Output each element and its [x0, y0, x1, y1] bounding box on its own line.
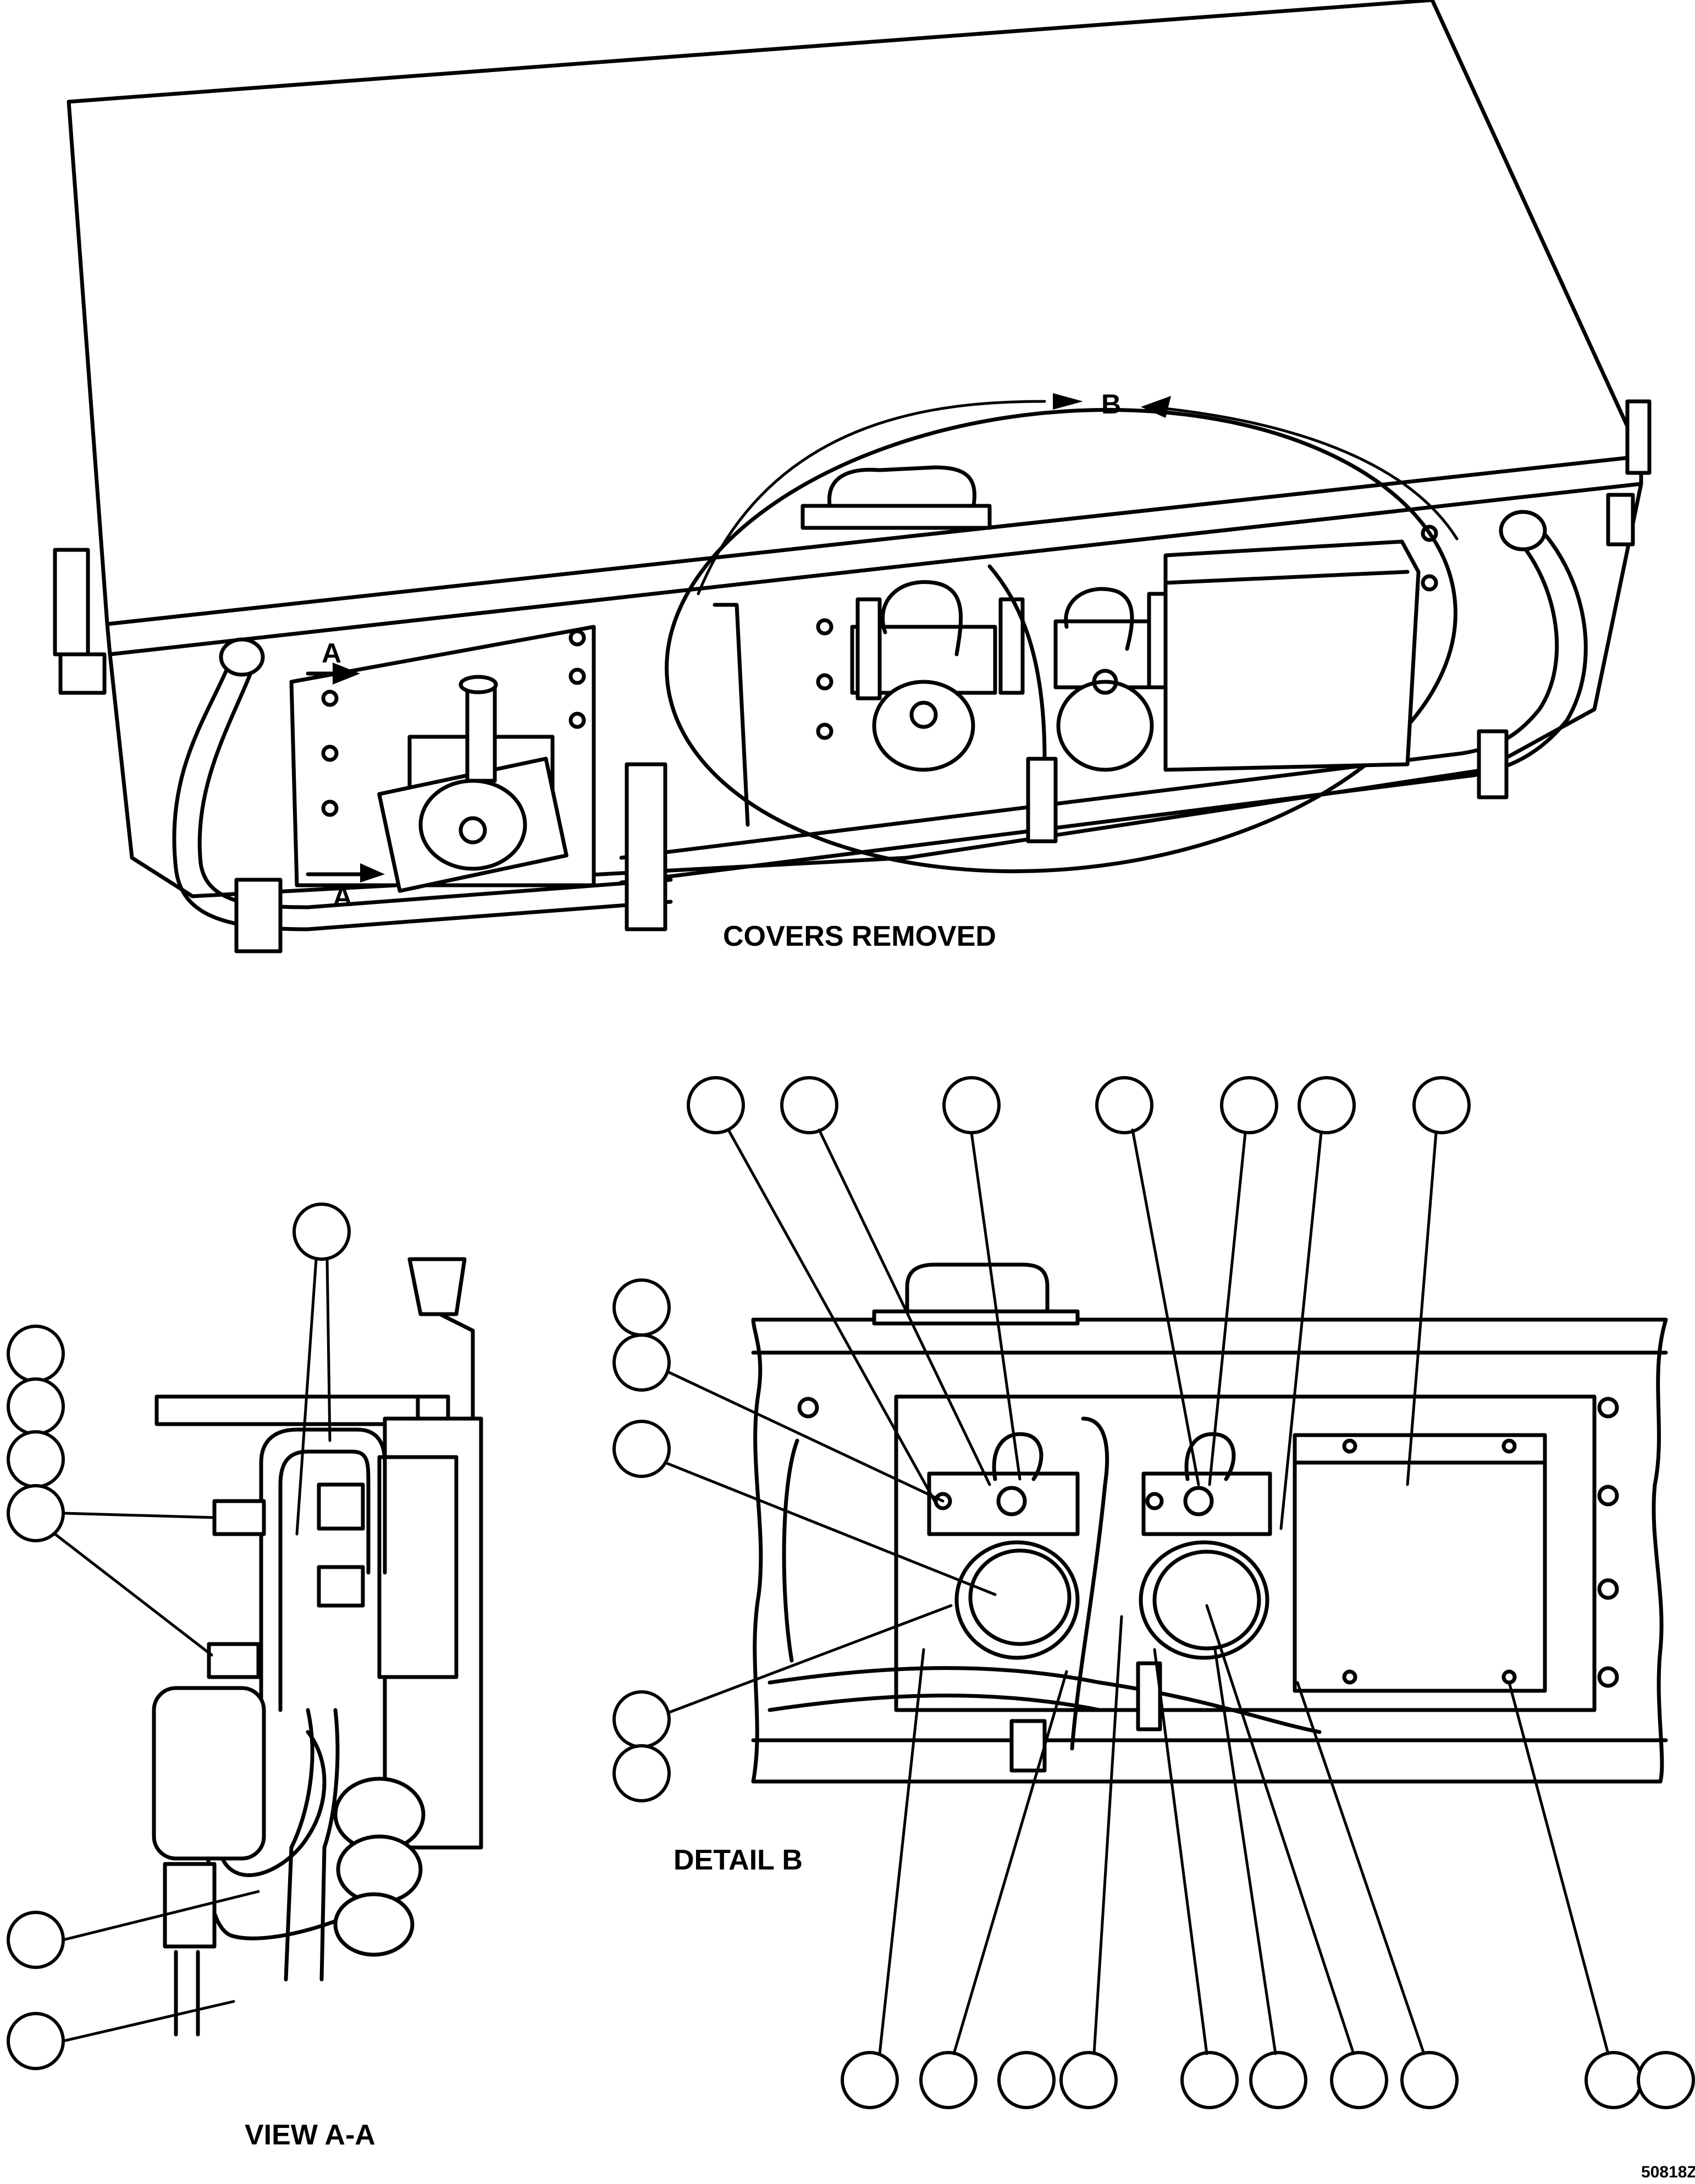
- callout-bubble: [1180, 2051, 1239, 2109]
- callout-bubble: [1220, 1076, 1278, 1134]
- callout-bubble: [612, 1744, 671, 1802]
- callout-bubble: [1298, 1076, 1356, 1134]
- callout-bubble: [7, 2012, 65, 2070]
- callout-bubble: [841, 2051, 899, 2109]
- callout-bubble: [1059, 2051, 1118, 2109]
- callout-bubble: [687, 1076, 745, 1134]
- callout-bubble: [7, 1484, 65, 1542]
- top-caption: COVERS REMOVED: [723, 920, 996, 952]
- callout-bubble: [1637, 2051, 1695, 2109]
- callout-bubble: [612, 1420, 671, 1478]
- callout-bubble: [7, 1430, 65, 1488]
- main-assembly-drawing: [53, 0, 1652, 953]
- callout-bubble: [942, 1076, 1001, 1134]
- callout-bubble: [1249, 2051, 1307, 2109]
- callout-bubble: [7, 1325, 65, 1383]
- callout-bubble: [7, 1377, 65, 1436]
- section-a-label-upper: A: [322, 638, 341, 669]
- section-b-label: B: [1101, 389, 1121, 420]
- drawing-number: 50818Z: [1641, 2163, 1695, 2181]
- callout-bubble: [7, 1911, 65, 1969]
- callout-bubble: [1330, 2051, 1388, 2109]
- callout-bubble: [1584, 2051, 1643, 2109]
- callout-bubble: [292, 1203, 351, 1261]
- view-aa-caption: VIEW A-A: [245, 2119, 376, 2151]
- callout-bubble: [612, 1690, 671, 1749]
- section-a-label-lower: A: [333, 881, 352, 912]
- callout-bubble: [919, 2051, 978, 2109]
- callout-bubble: [612, 1333, 671, 1392]
- detail-b-drawing: [751, 1262, 1668, 1784]
- view-aa-callouts: [7, 1203, 351, 2070]
- callout-bubble: [1412, 1076, 1471, 1134]
- callout-bubble: [997, 2051, 1056, 2109]
- detail-b-caption: DETAIL B: [673, 1844, 803, 1876]
- callout-bubble: [1095, 1076, 1153, 1134]
- callout-bubble: [612, 1278, 671, 1337]
- callout-bubble: [1400, 2051, 1459, 2109]
- detail-b-callouts: [612, 1076, 1695, 2109]
- callout-bubble: [780, 1076, 838, 1134]
- view-aa-drawing: [152, 1257, 483, 2037]
